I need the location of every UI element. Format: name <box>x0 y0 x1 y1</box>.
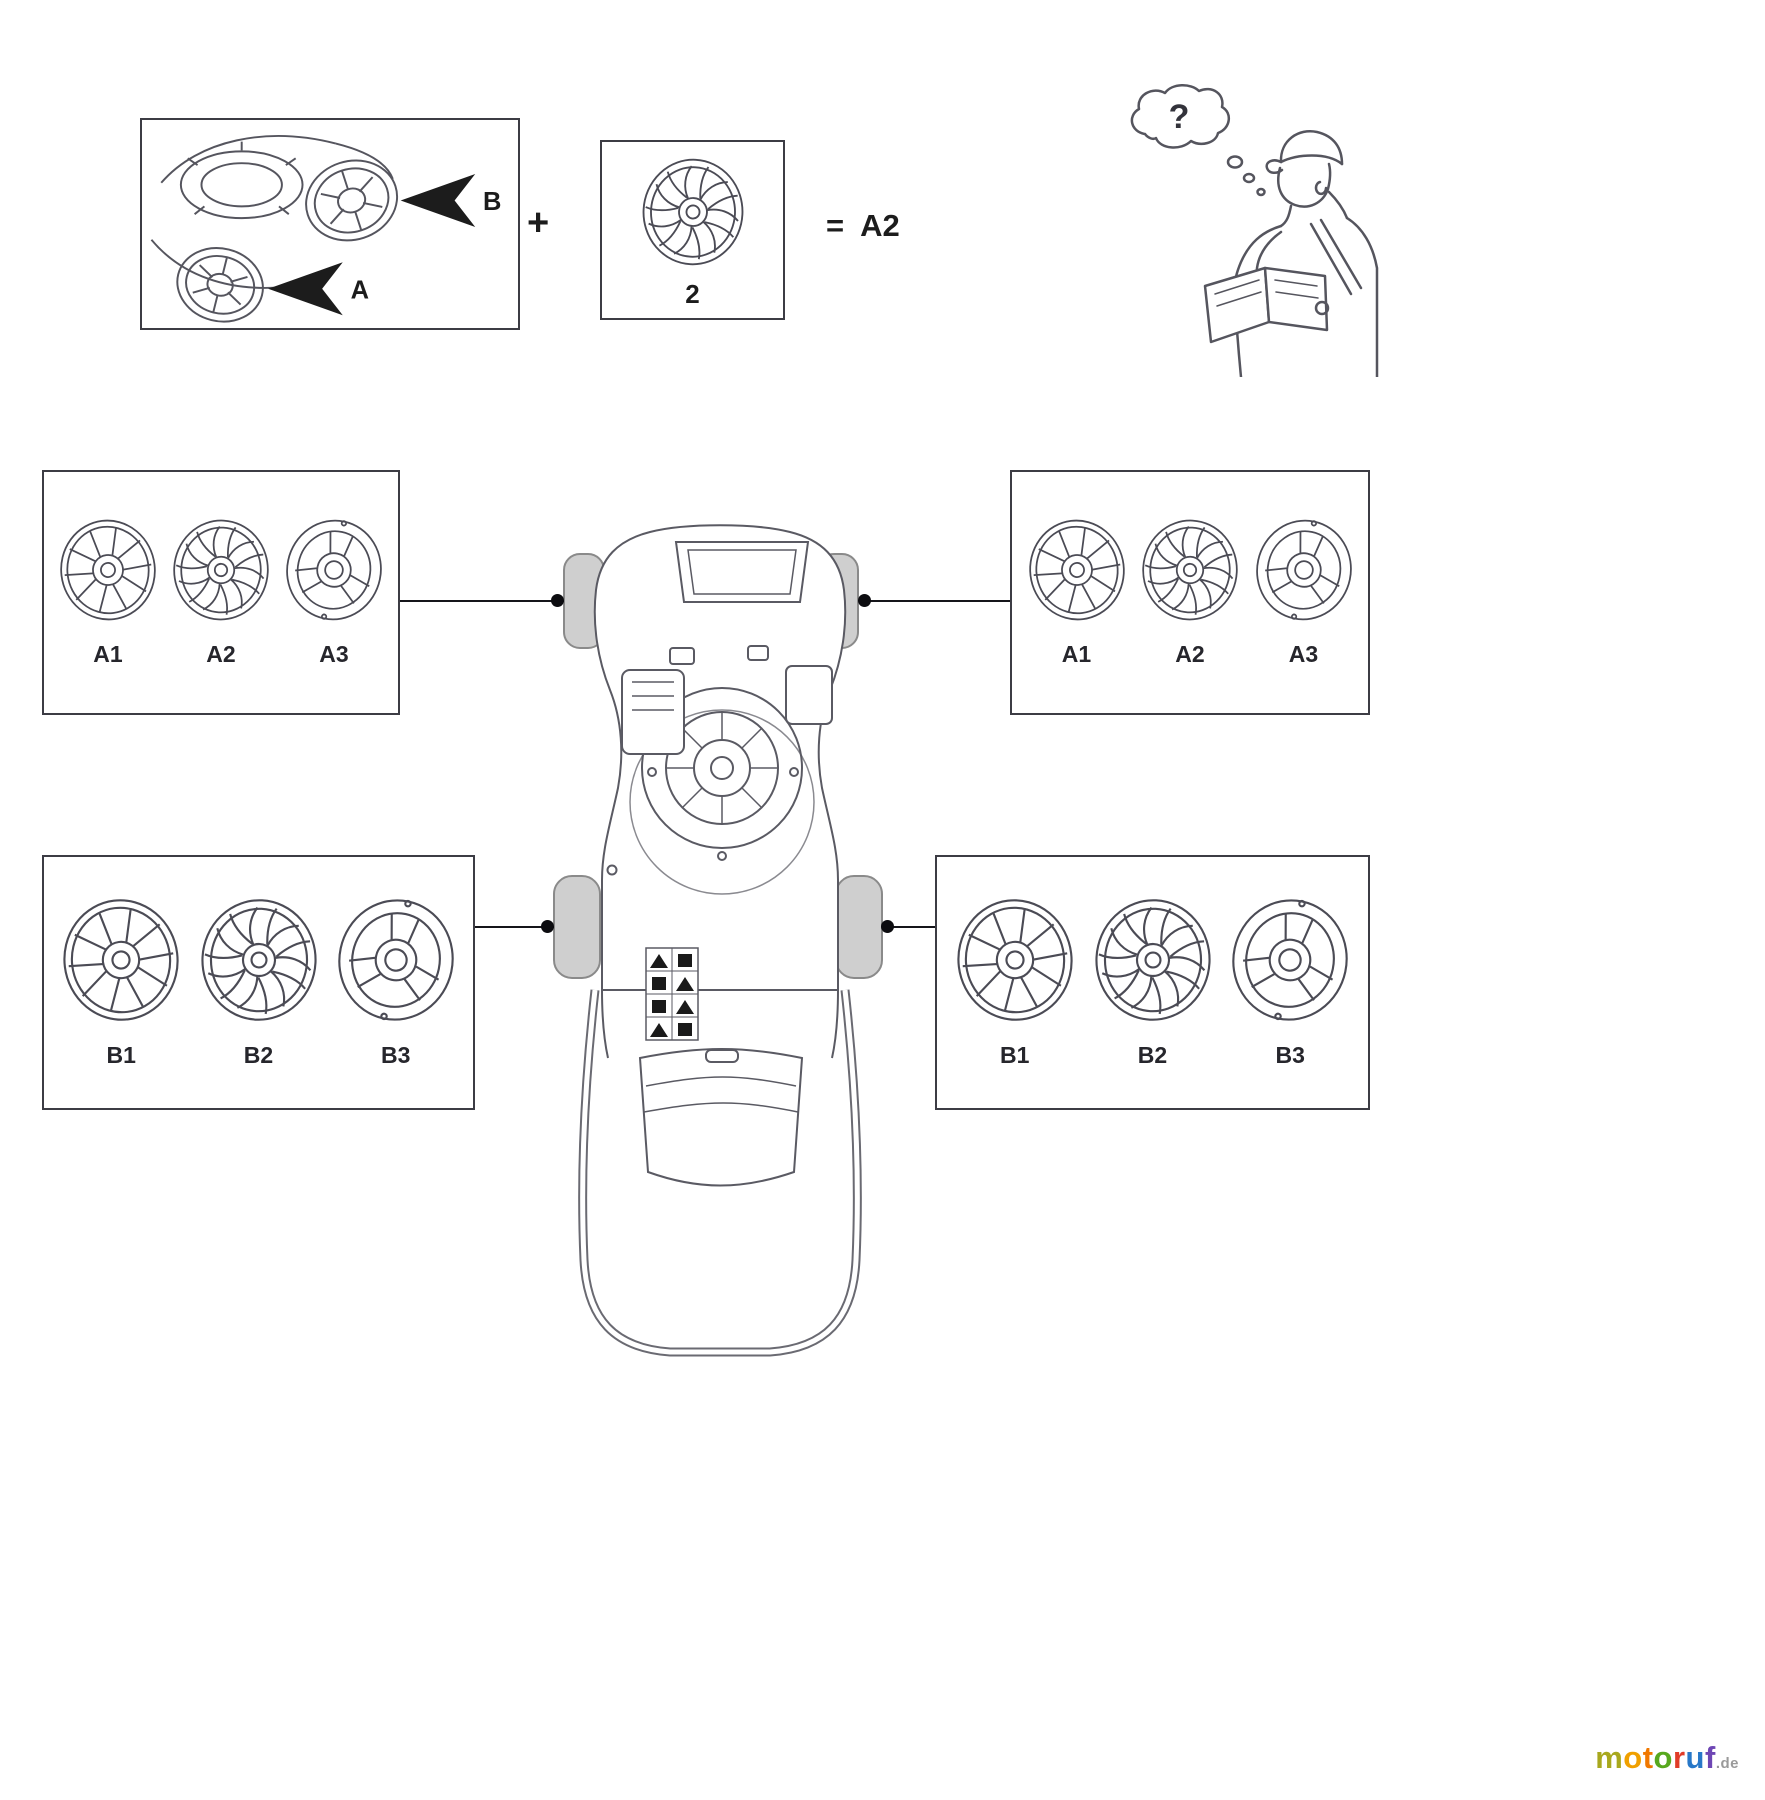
hubcap-group-front-right: A1 A2 A3 <box>1010 470 1370 715</box>
result-label: A2 <box>860 208 900 243</box>
hubcap-b1-icon <box>50 889 193 1032</box>
arrow-a-label: A <box>351 277 369 305</box>
connector-dot-rear-left <box>541 920 554 933</box>
wheel-a <box>176 247 264 323</box>
hubcap-a3-icon <box>1241 507 1367 633</box>
engine-assembly <box>621 645 833 861</box>
motoruf-logo[interactable]: motoruf.de <box>1595 1740 1739 1776</box>
hubcap-group-front-left: A1 A2 A3 <box>42 470 400 715</box>
connector-rear-left <box>475 926 554 928</box>
mower-top-view <box>553 524 883 1357</box>
hubcap-a2-icon <box>165 514 276 625</box>
logo-letter: t <box>1642 1740 1654 1775</box>
rear-right-wheel <box>835 875 883 979</box>
hubcap-label: A3 <box>1288 641 1319 667</box>
arrow-a-icon <box>268 262 343 316</box>
hubcap-option-a2: A2 <box>1137 517 1243 668</box>
hubcap-label: B1 <box>106 1042 136 1068</box>
arrow-b-label: B <box>483 188 501 216</box>
hubcap-label: A3 <box>319 641 349 667</box>
hubcap-option-b1: B1 <box>57 896 185 1069</box>
hubcap-label: B2 <box>1137 1042 1168 1068</box>
hubcap-b2-icon <box>191 893 326 1028</box>
hubcap-label: B3 <box>1275 1042 1305 1068</box>
open-book-icon <box>1203 266 1329 344</box>
mower-detail-illustration: B A <box>150 135 501 323</box>
equals-sign: = <box>826 208 845 243</box>
reader-illustration: ? <box>1130 84 1379 377</box>
hubcap-option-a3: A3 <box>281 517 387 668</box>
hubcap-group-rear-right: B1 B2 B3 <box>935 855 1370 1110</box>
connector-dot-front-left <box>551 594 564 607</box>
hubcap-option-a2: A2 <box>168 517 274 668</box>
cap-icon <box>1279 129 1344 166</box>
hubcap-label: B2 <box>243 1042 274 1068</box>
hubcap-label: A1 <box>93 641 123 667</box>
hubcap-a1-icon <box>1017 511 1135 629</box>
equals-result: = A2 <box>826 210 900 241</box>
connector-dot-rear-right <box>881 920 894 933</box>
hubcap-option-b2: B2 <box>195 896 323 1069</box>
logo-suffix: .de <box>1715 1755 1739 1772</box>
hubcap-label: B3 <box>381 1042 411 1068</box>
hubcap-option-b3: B3 <box>1226 896 1354 1069</box>
wheel-b <box>305 159 399 242</box>
hubcap-group-rear-left: B1 B2 B3 <box>42 855 475 1110</box>
grass-bag <box>638 1048 804 1187</box>
logo-letter: f <box>1704 1740 1716 1775</box>
arrow-b-icon <box>400 173 476 227</box>
part-number-label: 2 <box>685 279 700 309</box>
hubcap-label: A2 <box>206 641 236 667</box>
connector-front-right <box>862 600 1010 602</box>
logo-letter: r <box>1672 1740 1686 1775</box>
replacement-part-box: 2 <box>600 140 785 320</box>
hubcap-b1-icon <box>943 889 1086 1032</box>
hubcap-part-icon <box>634 153 752 271</box>
hubcap-option-a1: A1 <box>1024 517 1130 668</box>
hubcap-label: A2 <box>1175 641 1205 667</box>
question-mark: ? <box>1169 98 1190 136</box>
plus-sign: + <box>527 202 550 244</box>
logo-letter: o <box>1623 1740 1643 1775</box>
hubcap-a2-icon <box>1134 514 1245 625</box>
head-outline <box>1277 162 1332 208</box>
hubcap-a3-icon <box>271 507 397 633</box>
mower-detail-box: B A <box>140 118 520 330</box>
hubcap-label: A1 <box>1061 641 1092 667</box>
thought-cloud-icon <box>1130 84 1230 149</box>
warning-label <box>645 947 699 1041</box>
logo-letter: u <box>1685 1740 1705 1775</box>
hubcap-option-b1: B1 <box>951 896 1079 1069</box>
hubcap-b3-icon <box>320 884 472 1036</box>
hubcap-b2-icon <box>1085 893 1220 1028</box>
connector-rear-right <box>886 926 935 928</box>
hubcap-option-a1: A1 <box>55 517 161 668</box>
hubcap-option-b3: B3 <box>332 896 460 1069</box>
rear-left-wheel <box>553 875 601 979</box>
hubcap-label: B1 <box>1000 1042 1030 1068</box>
hubcap-a1-icon <box>49 511 167 629</box>
connector-front-left <box>400 600 564 602</box>
hubcap-option-a3: A3 <box>1251 517 1357 668</box>
hubcap-b3-icon <box>1214 884 1366 1036</box>
strap-lines <box>1309 218 1363 296</box>
logo-letter: m <box>1595 1740 1624 1775</box>
hubcap-option-b2: B2 <box>1089 896 1217 1069</box>
connector-dot-front-right <box>858 594 871 607</box>
logo-letter: o <box>1653 1740 1673 1775</box>
